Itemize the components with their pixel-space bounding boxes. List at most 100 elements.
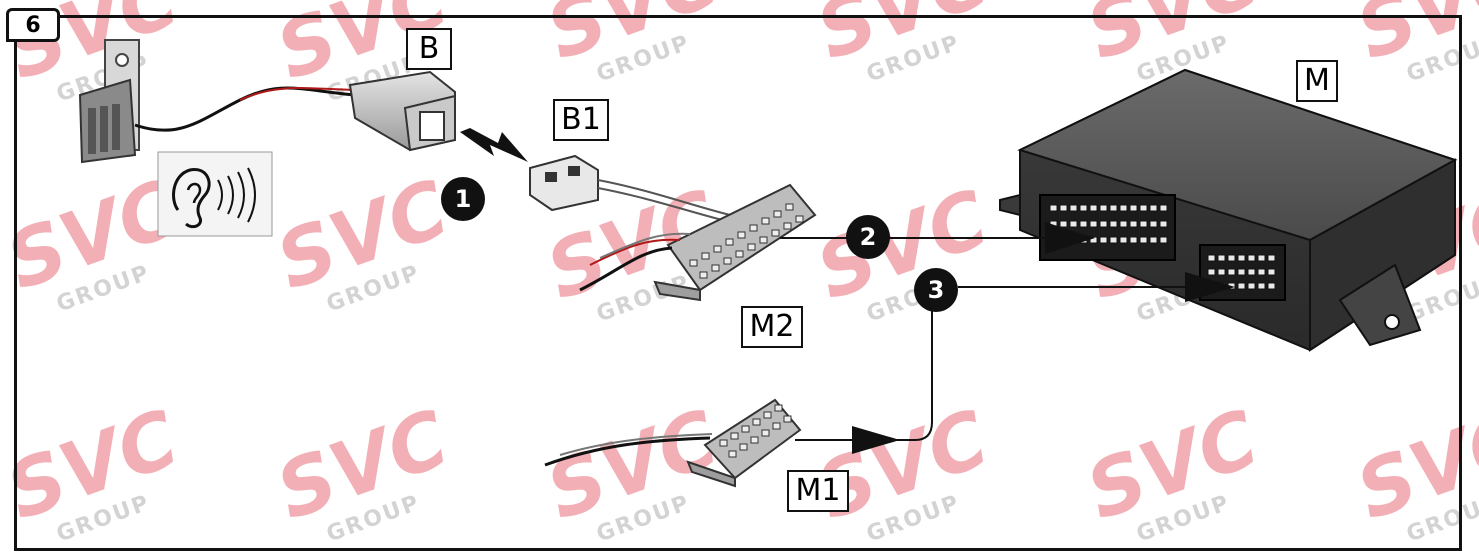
b1-connector-plug	[529, 154, 731, 223]
connector-pin	[1119, 220, 1128, 228]
connector-pin	[1257, 268, 1266, 276]
connector-pin	[719, 439, 728, 447]
connector-pin	[1257, 282, 1266, 290]
connector-pin	[1109, 236, 1118, 244]
connector-pin	[1247, 282, 1256, 290]
connector-pin	[1207, 268, 1216, 276]
connector-pin	[1237, 254, 1246, 262]
connector-pin	[1217, 268, 1226, 276]
connector-pin	[1099, 204, 1108, 212]
m1-connector	[544, 398, 802, 488]
connector-pin	[1267, 268, 1276, 276]
label-buzzer-connector: B1	[553, 99, 609, 141]
m2-connector	[579, 183, 817, 302]
connector-pin	[761, 217, 770, 225]
connector-pin	[1149, 204, 1158, 212]
connector-pin	[1089, 220, 1098, 228]
connector-pin	[699, 271, 708, 279]
insert-arrow-step1	[460, 128, 528, 162]
connection-line-step3	[958, 272, 1235, 302]
step-badge-1: 1	[441, 177, 485, 221]
connector-pin	[1089, 204, 1098, 212]
connector-pin	[1119, 236, 1128, 244]
connector-pin	[689, 259, 698, 267]
connector-pin	[749, 224, 758, 232]
connector-pin	[1129, 204, 1138, 212]
connector-pin	[1089, 236, 1098, 244]
connector-pin	[771, 229, 780, 237]
connector-pin	[1159, 204, 1168, 212]
step-badge-2: 2	[846, 215, 890, 259]
connector-pin	[785, 203, 794, 211]
connector-pin	[1099, 220, 1108, 228]
connector-pin	[737, 231, 746, 239]
connector-pin	[747, 243, 756, 251]
connector-pin	[728, 450, 737, 458]
connector-pin	[774, 404, 783, 412]
connector-pin	[1069, 220, 1078, 228]
connector-pin	[1247, 254, 1256, 262]
connector-pin	[750, 436, 759, 444]
connector-pin	[1149, 220, 1158, 228]
connector-pin	[759, 236, 768, 244]
connector-pin	[772, 422, 781, 430]
connector-pin	[1267, 282, 1276, 290]
connector-pin	[1247, 268, 1256, 276]
connector-pin	[752, 418, 761, 426]
connector-pin	[1139, 236, 1148, 244]
figure-frame	[14, 15, 1462, 551]
connector-pin	[1129, 236, 1138, 244]
buzzer-device	[78, 39, 356, 164]
buzzer-connector-housing	[348, 70, 456, 152]
connector-pin	[730, 432, 739, 440]
connector-pin	[725, 238, 734, 246]
connector-pin	[1257, 254, 1266, 262]
connector-pin	[1079, 204, 1088, 212]
connector-pin	[1139, 204, 1148, 212]
connection-line-step2	[780, 222, 1095, 254]
connector-pin	[735, 250, 744, 258]
connection-line-m1	[795, 310, 933, 454]
connector-pin	[1119, 204, 1128, 212]
step-number-tab: 6	[6, 8, 60, 42]
label-module: M	[1296, 60, 1338, 102]
connector-pin	[1227, 268, 1236, 276]
connector-pin	[711, 264, 720, 272]
connector-pin	[1049, 204, 1058, 212]
connector-pin	[713, 245, 722, 253]
label-connector-m2: M2	[741, 306, 803, 348]
connector-pin	[1079, 220, 1088, 228]
connector-pin	[1267, 254, 1276, 262]
connector-pin	[1227, 254, 1236, 262]
connector-pin	[1237, 268, 1246, 276]
connector-pin	[783, 415, 792, 423]
connector-pin	[1109, 204, 1118, 212]
label-connector-m1: M1	[787, 470, 849, 512]
connector-pin	[1217, 254, 1226, 262]
control-module	[999, 68, 1458, 352]
connector-pin	[1109, 220, 1118, 228]
connector-pin	[1099, 236, 1108, 244]
connector-pin	[1129, 220, 1138, 228]
connector-pin	[739, 443, 748, 451]
connector-pin	[783, 222, 792, 230]
connector-pin	[701, 252, 710, 260]
connector-pin	[723, 257, 732, 265]
connector-pin	[773, 210, 782, 218]
connector-pin	[763, 411, 772, 419]
connector-pin	[1159, 220, 1168, 228]
connector-pin	[1149, 236, 1158, 244]
connector-pin	[1139, 220, 1148, 228]
connector-pin	[1059, 204, 1068, 212]
connector-pin	[741, 425, 750, 433]
hearing-icon	[157, 151, 273, 237]
connector-pin	[1237, 282, 1246, 290]
connector-pin	[1059, 220, 1068, 228]
connector-pin	[795, 215, 804, 223]
connector-pin	[1207, 254, 1216, 262]
step-badge-3: 3	[914, 268, 958, 312]
connector-pin	[1069, 204, 1078, 212]
connector-pin	[761, 429, 770, 437]
connector-pin	[1159, 236, 1168, 244]
